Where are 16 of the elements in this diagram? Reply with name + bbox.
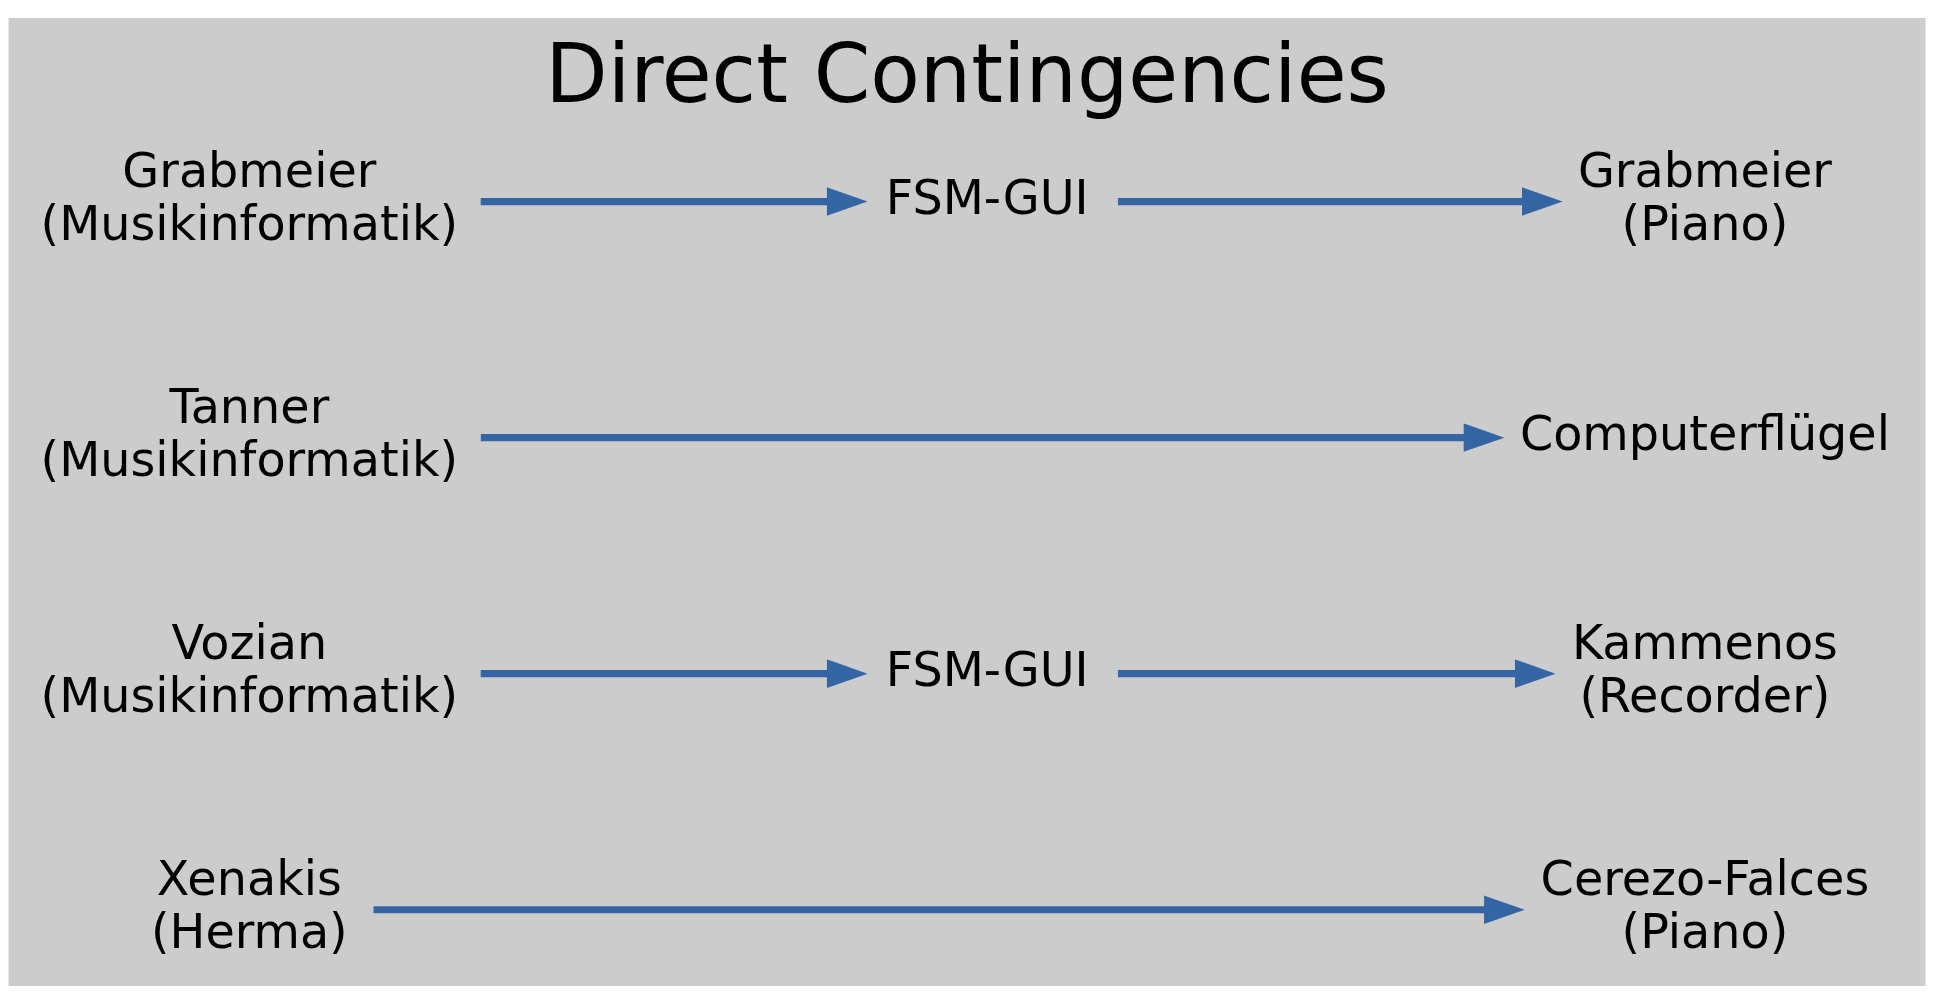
diagram-title: Direct Contingencies bbox=[545, 26, 1389, 121]
node-text: FSM-GUI bbox=[885, 169, 1089, 225]
arrow bbox=[1117, 187, 1563, 216]
node-text: Kammenos (Recorder) bbox=[1571, 615, 1838, 723]
arrow bbox=[480, 423, 1505, 452]
node-text: Cerezo-Falces (Piano) bbox=[1540, 851, 1870, 959]
node-text: Xenakis (Herma) bbox=[150, 851, 348, 959]
node-text: Tanner (Musikinformatik) bbox=[40, 379, 459, 487]
arrow bbox=[480, 659, 868, 688]
node-text: Vozian (Musikinformatik) bbox=[40, 615, 459, 723]
arrow bbox=[480, 187, 868, 216]
node-text: Grabmeier (Musikinformatik) bbox=[40, 143, 459, 251]
node-text: Computerflügel bbox=[1519, 405, 1890, 461]
arrow bbox=[1117, 659, 1556, 688]
node-text: FSM-GUI bbox=[885, 641, 1089, 697]
node-text: Grabmeier (Piano) bbox=[1577, 143, 1832, 251]
